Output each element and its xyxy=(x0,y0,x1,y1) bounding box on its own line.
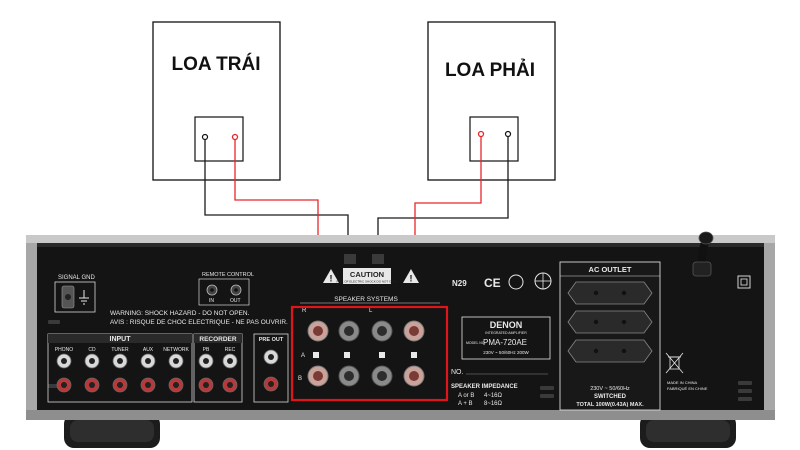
ground-icon xyxy=(79,290,89,305)
speaker-terminals-b xyxy=(307,365,425,387)
serial-label: NO. xyxy=(451,369,464,376)
impedance-a-and-b: A + B xyxy=(458,401,473,407)
pre-out-section xyxy=(253,333,289,403)
speaker-b-label: B xyxy=(298,376,302,382)
ac-outlet-switched: SWITCHED xyxy=(594,394,627,400)
warning-text-en: WARNING: SHOCK HAZARD - DO NOT OPEN. xyxy=(110,310,250,317)
right-speaker: LOA PHẢI xyxy=(427,21,556,181)
signal-gnd-label: SIGNAL GND xyxy=(58,275,95,281)
channel-r-label: R xyxy=(302,308,307,314)
impedance-a-or-b: A or B xyxy=(458,393,474,399)
svg-text:CE: CE xyxy=(484,276,501,290)
speaker-systems-label: SPEAKER SYSTEMS xyxy=(334,296,398,303)
remote-out-label: OUT xyxy=(230,298,241,304)
right-speaker-label: LOA PHẢI xyxy=(445,59,535,81)
model-prefix: MODEL NO. xyxy=(466,341,486,345)
power-cord-icon xyxy=(692,231,714,277)
input-jacks: PHONO CD TUNER AUX NETWORK xyxy=(55,347,189,393)
brand-label: DENON xyxy=(490,320,523,330)
left-speaker-label: LOA TRÁI xyxy=(171,53,260,75)
caution-label: CAUTION xyxy=(350,270,384,279)
jack-label-network: NETWORK xyxy=(163,347,189,353)
pse-mark-icon xyxy=(508,274,524,290)
fabrique-label: FABRIQUÉ EN CHINE xyxy=(667,386,708,391)
input-title: INPUT xyxy=(110,336,132,343)
made-in-label: MADE IN CHINA xyxy=(667,380,698,385)
speaker-impedance-label: SPEAKER IMPEDANCE xyxy=(451,384,518,390)
right-speaker-box xyxy=(427,21,556,181)
ac-socket-icon xyxy=(567,281,653,363)
n29-mark: N29 xyxy=(452,279,467,288)
model-label-plate xyxy=(461,316,551,360)
right-speaker-terminal-plate xyxy=(469,116,519,162)
right-speaker-terminal-plus xyxy=(477,130,485,138)
svg-text:!: ! xyxy=(330,274,333,284)
recycle-bin-icon xyxy=(665,352,684,374)
warning-triangle-icon: ! xyxy=(323,269,339,284)
recorder-title: RECORDER xyxy=(199,336,237,343)
svg-text:!: ! xyxy=(410,274,413,284)
right-speaker-terminal-minus xyxy=(504,130,512,138)
model-number: PMA-720AE xyxy=(483,338,527,347)
jack-label-phono: PHONO xyxy=(55,347,73,353)
ac-outlet-spec: 230V ~ 50/60Hz xyxy=(590,386,630,392)
caution-sub-label: RISK OF ELECTRIC SHOCK DO NOT OPEN xyxy=(337,280,398,284)
channel-l-label: L xyxy=(369,308,373,314)
amp-subtitle: INTEGRATED AMPLIFIER xyxy=(485,331,527,335)
left-speaker: LOA TRÁI xyxy=(152,21,281,181)
left-speaker-terminal-minus xyxy=(201,133,209,141)
speaker-terminal-highlight xyxy=(290,305,449,402)
amplifier: SIGNAL GND REMOTE CONTROL IN OUT WARNING… xyxy=(26,231,775,448)
impedance-a-and-b-value: 8~16Ω xyxy=(484,401,503,407)
warning-text-fr: AVIS : RISQUE DE CHOC ELECTRIQUE - NE PA… xyxy=(110,319,288,326)
speaker-terminals-a xyxy=(307,320,425,342)
jack-label-aux: AUX xyxy=(143,347,154,353)
warning-triangle-icon: ! xyxy=(403,269,419,284)
recorder-jacks: PB REC xyxy=(198,347,238,393)
jack-label-tuner: TUNER xyxy=(111,347,129,353)
impedance-a-or-b-value: 4~16Ω xyxy=(484,393,503,399)
speaker-a-label: A xyxy=(301,353,305,359)
ac-outlet-total: TOTAL 100W(0.43A) MAX. xyxy=(576,402,644,408)
ac-outlet-title: AC OUTLET xyxy=(589,265,632,274)
caution-plate xyxy=(343,268,391,284)
class-ii-icon xyxy=(737,275,751,289)
jack-label-cd: CD xyxy=(88,347,96,353)
left-speaker-terminal-plus xyxy=(231,133,239,141)
remote-in-label: IN xyxy=(209,298,214,304)
remote-control-label: REMOTE CONTROL xyxy=(202,272,254,278)
power-spec: 230V ~ 50/60Hz 200W xyxy=(483,350,529,355)
pre-out-title: PRE OUT xyxy=(259,337,284,343)
ce-mark-icon: CE xyxy=(484,276,501,290)
jack-label-pb: PB xyxy=(203,347,210,353)
jack-label-rec: REC xyxy=(225,347,236,353)
